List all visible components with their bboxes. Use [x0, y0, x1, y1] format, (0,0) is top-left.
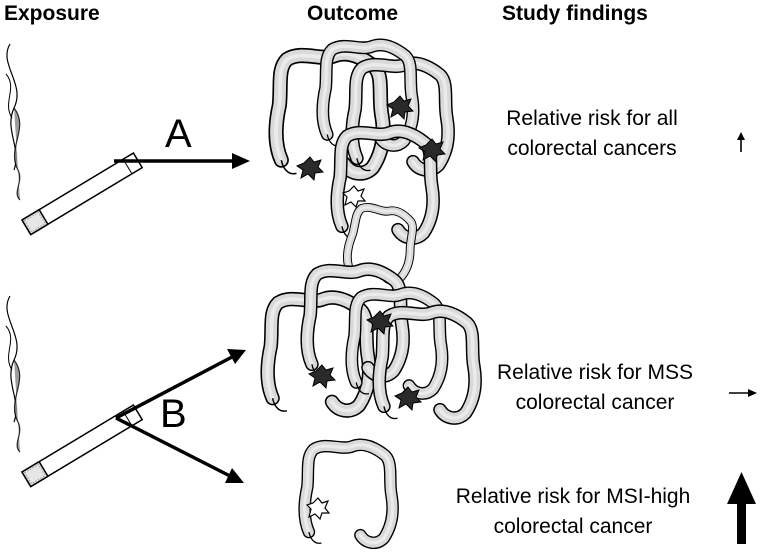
arrow-up-bold-icon [727, 472, 756, 544]
arrow-up-thin-icon [737, 132, 745, 152]
finding-all-line2: colorectal cancers [507, 137, 677, 160]
label-b: B [160, 392, 187, 436]
finding-msi-line2: colorectal cancer [493, 515, 653, 538]
exposure-header: Exposure [4, 2, 100, 25]
study-findings-header: Study findings [502, 2, 648, 25]
finding-mss-line2: colorectal cancer [515, 391, 675, 414]
cigarette-a-icon [5, 43, 143, 236]
finding-mss: Relative risk for MSS colorectal cancer [467, 358, 723, 418]
colon-cluster-a [276, 45, 448, 283]
finding-msi-line1: Relative risk for MSI-high [455, 485, 691, 508]
colon-msi [305, 445, 393, 543]
arrow-right-thin-icon [729, 389, 757, 397]
label-a: A [165, 112, 192, 156]
cigarette-b-icon [5, 295, 143, 488]
arrow-a [114, 153, 250, 169]
tumor-icon [394, 386, 422, 411]
finding-mss-line1: Relative risk for MSS [496, 361, 694, 384]
finding-all-crc: Relative risk for all colorectal cancers [483, 104, 701, 164]
finding-all-line1: Relative risk for all [506, 107, 678, 130]
arrow-b-lower [115, 416, 244, 483]
colon-cluster-mss [268, 269, 475, 418]
tumor-icon [296, 156, 324, 181]
finding-msi-high: Relative risk for MSI-high colorectal ca… [425, 482, 721, 542]
arrow-b-upper [115, 349, 246, 420]
outcome-header: Outcome [307, 2, 399, 25]
